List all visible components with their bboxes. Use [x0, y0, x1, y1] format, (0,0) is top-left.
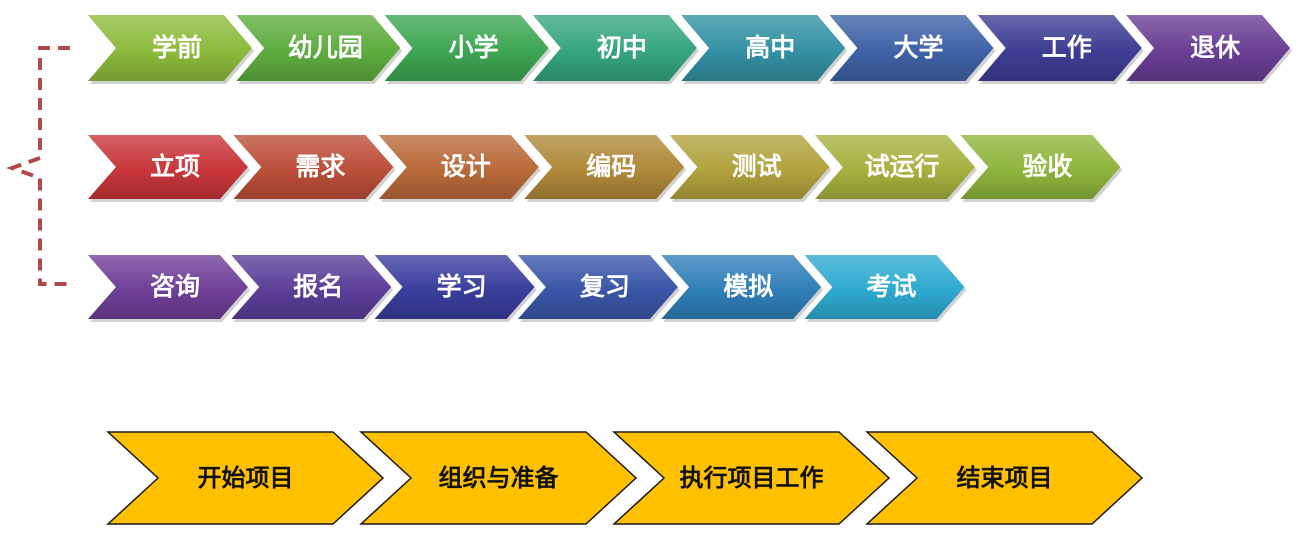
chevron-label: 试运行 — [864, 152, 939, 181]
chevron-step — [231, 255, 392, 319]
chevron-step — [532, 15, 697, 81]
chevron-label: 立项 — [150, 152, 200, 181]
chevron-step — [977, 15, 1142, 81]
life-stage-row: 学前 幼儿园 小学 初中 高中 大学 工作 退休 — [88, 15, 1293, 84]
chevron-step — [374, 255, 535, 319]
project-lifecycle-row: 开始项目 组织与准备 执行项目工作 结束项目 — [106, 431, 1144, 525]
chevron-step — [669, 135, 830, 199]
chevron-label: 编码 — [586, 152, 636, 181]
lifecycle-chevron — [612, 431, 891, 525]
project-phase-row: 立项 需求 设计 编码 测试 试运行 验收 — [88, 135, 1123, 202]
chevron-step — [236, 15, 401, 81]
chevron-step — [804, 255, 965, 319]
chevron-label: 初中 — [597, 33, 647, 62]
chevron-step — [815, 135, 975, 199]
lifecycle-chevron — [865, 431, 1144, 525]
chevron-label: 测试 — [732, 152, 782, 181]
chevron-label: 小学 — [449, 33, 499, 62]
chevron-step — [681, 15, 846, 81]
exam-process-row: 咨询 报名 学习 复习 模拟 考试 — [88, 255, 967, 322]
chevron-label: 报名 — [293, 272, 343, 301]
chevron-step — [524, 135, 685, 199]
lifecycle-chevron — [359, 431, 638, 525]
chevron-step — [517, 255, 678, 319]
lifecycle-label: 执行项目工作 — [680, 464, 824, 492]
left-brace — [6, 46, 70, 286]
chevron-label: 退休 — [1190, 33, 1241, 62]
chevron-label: 幼儿园 — [288, 33, 363, 62]
chevron-step — [88, 15, 252, 81]
chevron-label: 咨询 — [150, 272, 200, 301]
chevron-step — [233, 135, 394, 199]
chevron-step — [384, 15, 549, 81]
chevron-step — [661, 255, 822, 319]
lifecycle-label: 开始项目 — [198, 464, 294, 492]
chevron-step — [378, 135, 539, 199]
chevron-step — [829, 15, 994, 81]
lifecycle-chevron — [106, 431, 385, 525]
chevron-label: 考试 — [866, 272, 916, 301]
chevron-label: 设计 — [441, 152, 491, 181]
lifecycle-label: 结束项目 — [957, 464, 1053, 492]
chevron-step — [960, 135, 1121, 199]
chevron-label: 学习 — [437, 272, 487, 301]
chevron-label: 高中 — [745, 33, 795, 62]
chevron-label: 复习 — [580, 272, 630, 301]
chevron-step — [1126, 15, 1291, 81]
chevron-step — [88, 135, 248, 199]
chevron-label: 需求 — [295, 152, 345, 181]
chevron-label: 模拟 — [723, 272, 773, 301]
lifecycle-label: 组织与准备 — [439, 464, 560, 492]
chevron-label: 学前 — [152, 33, 202, 62]
chevron-label: 工作 — [1042, 33, 1092, 62]
chevron-label: 大学 — [893, 33, 943, 62]
chevron-label: 验收 — [1022, 152, 1072, 181]
chevron-step — [88, 255, 248, 319]
